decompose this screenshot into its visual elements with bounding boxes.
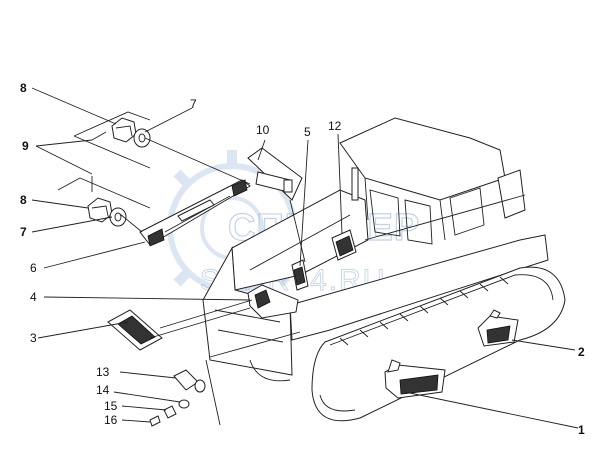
part-4-bracket	[247, 284, 299, 319]
callout-5: 5	[304, 125, 311, 139]
callout-6: 6	[30, 261, 37, 275]
callout-labels: 1 2 3 4 5 6 7 7 8 8 9 10 12 13 14 15 16	[20, 81, 585, 437]
part-3-headlamp	[107, 309, 163, 351]
part-2-side-lamp	[477, 309, 519, 347]
part-8-nut-bottom	[87, 197, 113, 223]
callout-7-top: 7	[190, 97, 197, 111]
callout-1: 1	[578, 423, 585, 437]
part-12-mount	[331, 229, 357, 261]
callout-4: 4	[30, 290, 37, 304]
part-14-bulb	[178, 399, 190, 409]
leader-lines	[31, 87, 579, 429]
part-7-washer-top	[133, 128, 151, 148]
callout-16: 16	[104, 413, 118, 427]
part-16-screw	[149, 415, 161, 427]
part-8-nut-top	[111, 117, 137, 143]
callout-8-bottom: 8	[20, 193, 27, 207]
callout-9: 9	[22, 139, 29, 153]
callout-8-top: 8	[20, 81, 27, 95]
part-13-socket	[173, 369, 206, 393]
part-1-rear-lamp	[384, 359, 446, 399]
callout-13: 13	[96, 365, 110, 379]
callout-10: 10	[256, 123, 270, 137]
callout-2: 2	[578, 345, 585, 359]
callout-14: 14	[96, 383, 110, 397]
part-9-pin-top	[91, 131, 107, 141]
part-15-clip	[163, 405, 177, 419]
callout-3: 3	[30, 331, 37, 345]
callout-7-bottom: 7	[20, 225, 27, 239]
part-6-rail	[139, 179, 251, 247]
callout-15: 15	[104, 399, 118, 413]
part-10-lamp-unit	[247, 147, 303, 201]
part-5-lamp-holder	[291, 259, 309, 291]
callout-12: 12	[328, 119, 342, 133]
